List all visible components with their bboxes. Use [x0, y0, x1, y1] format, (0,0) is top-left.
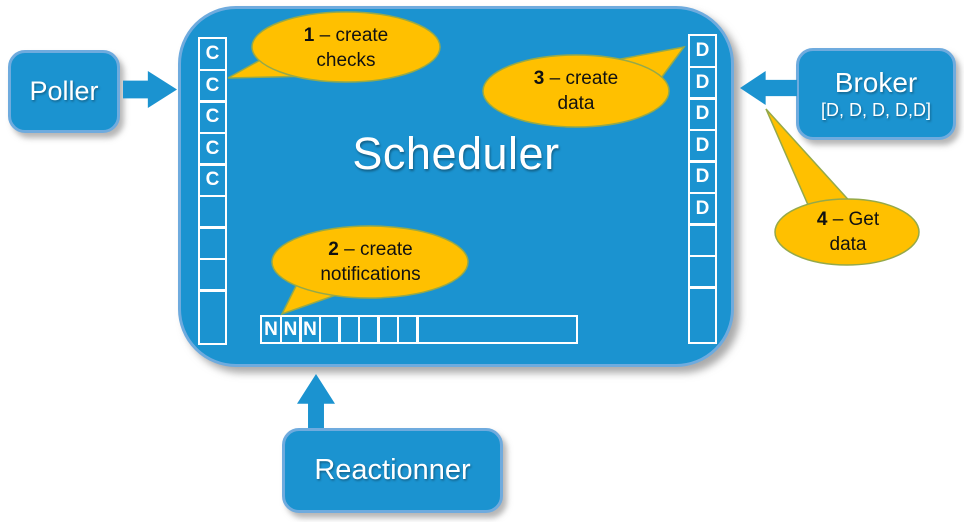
queue-cell: D: [688, 128, 717, 163]
broker-label: Broker: [834, 67, 918, 98]
poller-label: Poller: [29, 76, 99, 106]
callout-1-text: – create checks: [316, 25, 389, 71]
queue-cell: [688, 254, 717, 289]
broker-to-scheduler-arrow: [740, 71, 797, 105]
scheduler-title: Scheduler: [352, 128, 560, 179]
callout-2-number: 2: [328, 239, 339, 260]
callout-3-number: 3: [533, 68, 545, 89]
poller-node: Poller: [8, 50, 120, 133]
scheduler-node: [178, 6, 734, 367]
callout-1-label: 1 – create checks: [286, 23, 406, 73]
callout-3-text: – create data: [549, 68, 619, 114]
queue-cell: D: [688, 97, 717, 131]
callout-2-label: 2 – create notifications: [303, 237, 438, 287]
reactionner-label: Reactionner: [314, 454, 471, 486]
queue-cell: C: [198, 131, 227, 166]
queue-cell: C: [198, 68, 227, 103]
reactionner-node: Reactionner: [282, 428, 503, 513]
callout-4-label: 4 – Get data: [800, 207, 896, 257]
queue-cell: D: [688, 34, 717, 68]
queue-cell: C: [198, 163, 227, 197]
broker-node: Broker [D, D, D, D,D]: [796, 48, 956, 140]
broker-sublabel: [D, D, D, D,D]: [820, 100, 931, 120]
callout-4-text: – Get data: [829, 209, 880, 255]
callout-4-number: 4: [816, 209, 828, 230]
callout-2-text: – create notifications: [320, 239, 421, 285]
queue-cell: C: [198, 100, 227, 134]
queue-cell: [688, 286, 717, 344]
callout-3-label: 3 – create data: [516, 66, 636, 116]
queue-cell: D: [688, 191, 717, 226]
poller-to-scheduler-arrow: [123, 71, 177, 108]
queue-cell: [416, 315, 578, 344]
callout-1-number: 1: [303, 25, 315, 46]
queue-cell: D: [688, 160, 717, 194]
queue-cell: [198, 194, 227, 229]
queue-cell: D: [688, 65, 717, 100]
reactionner-to-scheduler-arrow: [297, 374, 335, 428]
queue-cell: [198, 226, 227, 260]
queue-cell: [198, 257, 227, 292]
queue-cell: [688, 223, 717, 257]
queue-cell: C: [198, 37, 227, 71]
queue-cell: [198, 289, 227, 345]
